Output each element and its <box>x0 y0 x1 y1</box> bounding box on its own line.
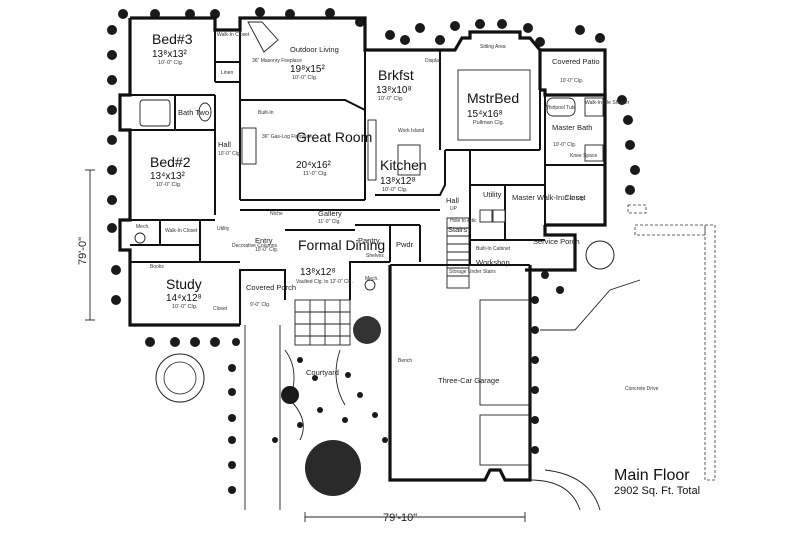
room-study-dims: 14⁴x12⁸ <box>166 293 202 304</box>
room-brkfst-display: Display <box>425 58 442 64</box>
room-study-closet: Closet <box>213 306 228 312</box>
depth-dimension: 79'-0" <box>77 237 89 265</box>
room-hall-left-ceil: 10'-0" Clg. <box>218 151 241 157</box>
plan-title: Main Floor <box>614 467 690 484</box>
room-mbath-name: Master Bath <box>552 123 592 132</box>
room-brkfst-dims: 13⁸x10⁸ <box>376 85 412 96</box>
room-garage-storage: Storage Under Stairs <box>449 269 496 275</box>
room-utilstorage: Utility <box>217 226 230 232</box>
room-patio-name: Covered Patio <box>552 57 600 66</box>
room-decor: Decorative Columns <box>232 243 278 249</box>
room-mcloset-ceil: 10'-0" Clg. <box>562 196 585 202</box>
room-hall-right-up: UP <box>450 206 458 212</box>
room-walkin-top: Walk-In Closet <box>217 32 250 38</box>
room-kitchen-name: Kitchen <box>380 157 427 173</box>
room-stairs: Stairs <box>448 225 467 234</box>
room-entry-ceil: 10'-0" Clg. <box>255 247 278 253</box>
room-cporch-ceil: 9'-0" Clg. <box>250 302 270 308</box>
room-great-builtin: Built-In <box>258 110 274 116</box>
room-kitchen-dims: 13⁸x12⁸ <box>380 176 416 187</box>
room-brkfst-name: Brkfst <box>378 67 414 83</box>
room-linen: Linen <box>221 70 233 76</box>
room-mstrbed-dims: 15⁴x16⁸ <box>467 109 503 120</box>
room-entry: Entry <box>255 236 273 245</box>
room-mcloset-name: Master Walk-In Closet <box>512 193 586 202</box>
room-labels: Bed#3 13⁸x13² 10'-0" Clg. Walk-In Closet… <box>136 31 659 392</box>
fixtures <box>134 21 604 291</box>
room-bed3-ceil: 10'-0" Clg. <box>158 60 184 66</box>
room-mstrbed-name: MstrBed <box>467 90 519 106</box>
room-workshop-note: Built-In Cabinet <box>476 246 511 252</box>
room-stairs-note: Hole to Attic <box>450 218 477 224</box>
room-cporch-name: Covered Porch <box>246 283 296 292</box>
room-niche: Niche <box>270 211 283 217</box>
room-great-note: 36" Gas-Log Fireplace <box>262 134 312 140</box>
room-outdoor-name: Outdoor Living <box>290 45 339 54</box>
room-gallery: Gallery <box>318 209 342 218</box>
width-dimension: 79'-10" <box>383 512 417 524</box>
room-mbath-tub: Whirlpool Tub <box>544 105 575 111</box>
room-dining-name: Formal Dining <box>298 237 385 253</box>
room-gallery-ceil: 11'-0" Clg. <box>318 219 341 225</box>
room-great-name: Great Room <box>296 129 372 145</box>
room-bed2-dims: 13⁴x13² <box>150 171 186 182</box>
room-pwdr: Pwdr <box>396 240 414 249</box>
room-great-ceil: 11'-0" Clg. <box>303 171 328 177</box>
room-courtyard: Courtyard <box>306 368 339 377</box>
plan-subtitle: 2902 Sq. Ft. Total <box>614 485 700 497</box>
room-mbath-ceil: 10'-0" Clg. <box>553 142 576 148</box>
room-hall-right: Hall <box>446 196 459 205</box>
drive-and-fence <box>529 204 716 511</box>
room-outdoor-note: 36" Masonry Fireplace <box>252 58 302 64</box>
room-outdoor-ceil: 10'-0" Clg. <box>292 75 318 81</box>
room-bath2: Bath Two <box>178 108 209 117</box>
room-pantry-shelves: Shelves <box>366 253 384 259</box>
room-drive: Concrete Drive <box>625 386 659 392</box>
room-great-dims: 20⁴x16² <box>296 160 332 171</box>
room-study-name: Study <box>166 276 202 292</box>
room-bed3-name: Bed#3 <box>152 31 193 47</box>
room-garage-bench: Bench <box>398 358 412 364</box>
room-mech-top: Mech. <box>136 224 150 230</box>
room-mbath-shower: Walk-In Tile Shower <box>585 100 630 106</box>
room-outdoor-dims: 19⁸x15² <box>290 64 325 75</box>
dimension-lines <box>85 169 526 522</box>
room-service: Service Porch <box>533 237 580 246</box>
room-brkfst-ceil: 10'-0" Clg. <box>378 96 404 102</box>
room-kitchen-note: Work Island <box>398 128 425 134</box>
room-kitchen-ceil: 10'-0" Clg. <box>382 187 408 193</box>
interior-walls <box>130 18 605 466</box>
room-utility: Utility <box>483 190 502 199</box>
room-dining-dims: 13⁸x12⁸ <box>300 267 336 278</box>
room-bed2-name: Bed#2 <box>150 154 191 170</box>
room-dining-ceil: Vaulted Clg. to 12'-0" Clg. <box>296 279 353 285</box>
room-mech-bot: Mech. <box>365 276 379 282</box>
room-bed3-dims: 13⁸x13² <box>152 49 187 60</box>
room-mbath-knee: Knee Space <box>570 153 597 159</box>
room-workshop: Workshop <box>476 258 510 267</box>
room-walkin-mid: Walk-In Closet <box>165 228 198 234</box>
room-study-ceil: 10'-0" Clg. <box>172 304 198 310</box>
room-pantry: Pantry <box>358 236 380 245</box>
room-mstrbed-bay: Sitting Area <box>480 44 506 50</box>
room-hall-left: Hall <box>218 140 231 149</box>
room-patio-ceil: 10'-0" Clg. <box>560 78 583 84</box>
room-study-books: Books <box>150 264 164 270</box>
room-garage-name: Three-Car Garage <box>438 376 499 385</box>
courtyard-area <box>155 240 615 510</box>
room-bed2-ceil: 10'-0" Clg. <box>156 182 182 188</box>
room-mstrbed-ceil: Pullman Clg. <box>473 120 505 126</box>
